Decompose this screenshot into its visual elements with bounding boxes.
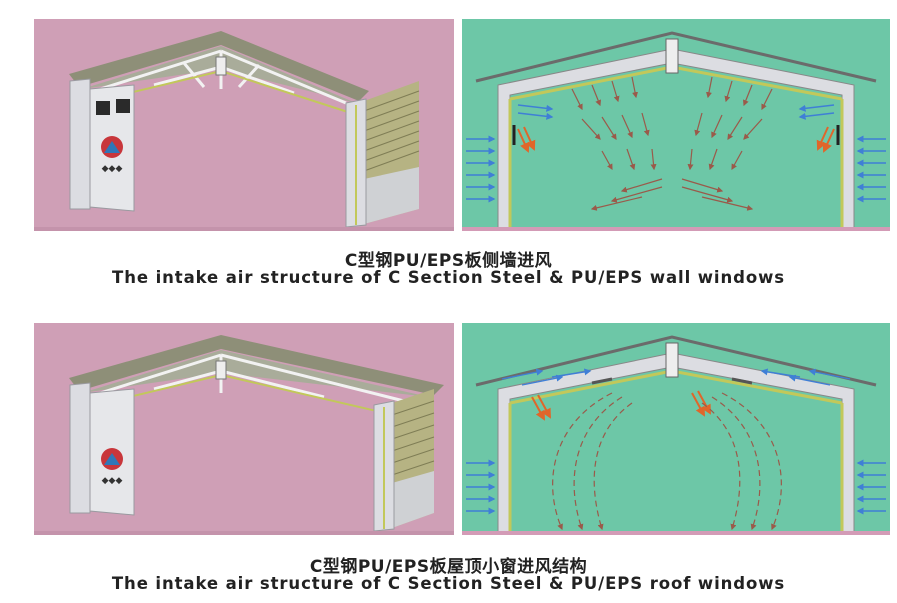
wall-intake-3d-view: ◆◆◆ bbox=[34, 19, 454, 231]
section-2-caption-en: The intake air structure of C Section St… bbox=[111, 574, 786, 593]
company-logo-icon: ◆◆◆ bbox=[101, 448, 123, 486]
section-2-caption-cn: C型钢PU/EPS板屋顶小窗进风结构 bbox=[309, 557, 588, 577]
company-logo-icon: ◆◆◆ bbox=[101, 136, 123, 174]
svg-text:◆◆◆: ◆◆◆ bbox=[102, 476, 123, 486]
wall-intake-airflow-view bbox=[462, 19, 890, 231]
roof-intake-airflow-view bbox=[462, 323, 890, 535]
svg-text:◆◆◆: ◆◆◆ bbox=[102, 164, 123, 174]
section-1-caption-en: The intake air structure of C Section St… bbox=[112, 268, 785, 287]
roof-fan-icon bbox=[215, 360, 227, 380]
roof-fan-icon bbox=[215, 56, 227, 76]
roof-intake-3d-view: ◆◆◆ bbox=[34, 323, 454, 535]
section-1-caption-cn: C型钢PU/EPS板侧墙进风 bbox=[344, 251, 553, 271]
